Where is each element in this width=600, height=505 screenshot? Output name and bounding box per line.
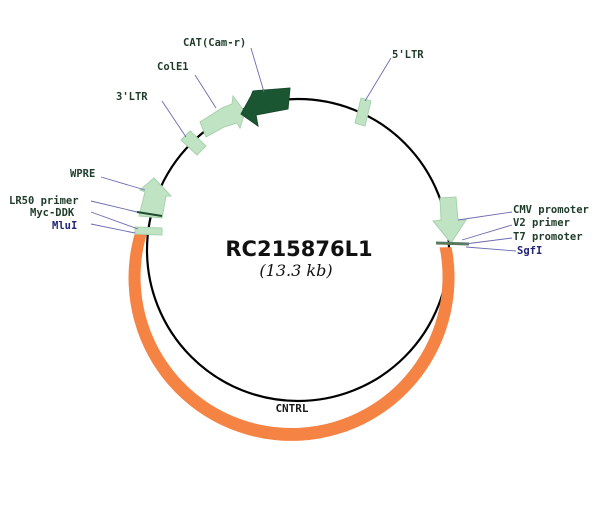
mycddk-feature (134, 226, 163, 236)
label-t7: T7 promoter (513, 231, 583, 243)
label-colE1: ColE1 (157, 61, 189, 73)
leader-cmv (457, 211, 513, 221)
colE1-arrow (199, 94, 246, 138)
leader-lr50 (90, 200, 138, 213)
label-cmv: CMV promoter (513, 204, 589, 216)
leader-mlui (90, 223, 136, 234)
leader-cat (250, 47, 265, 93)
label-cntrl: CNTRL (275, 402, 308, 415)
cmv-promoter-arrow (432, 196, 467, 244)
leader-ltr3 (161, 100, 187, 138)
plasmid-name: RC215876L1 (225, 237, 372, 261)
label-mlui: MluI (52, 220, 77, 232)
label-v2: V2 primer (513, 217, 570, 229)
leader-t7 (464, 237, 513, 245)
leader-wpre (100, 176, 146, 191)
ltr3-feature (180, 130, 207, 156)
label-cat: CAT(Cam-r) (183, 37, 246, 49)
label-wpre: WPRE (70, 168, 95, 180)
leader-ltr5 (364, 57, 392, 102)
ltr5-feature (354, 97, 372, 127)
label-ltr3: 3'LTR (116, 91, 148, 103)
v2-t7-primer-mark (435, 241, 470, 246)
leader-v2 (461, 224, 513, 241)
leader-lines (90, 47, 517, 252)
label-ltr5: 5'LTR (392, 49, 424, 61)
label-sgfi: SgfI (517, 245, 542, 257)
lr50-primer-mark (136, 211, 163, 217)
leader-mycddk (90, 211, 139, 230)
leader-sgfi (465, 246, 517, 252)
label-mycddk: Myc-DDK (30, 207, 75, 219)
plasmid-size: (13.3 kb) (259, 261, 332, 280)
leader-colE1 (194, 74, 217, 109)
label-lr50: LR50 primer (9, 195, 79, 207)
cat-arrow (240, 87, 291, 128)
wpre-arrow (138, 177, 173, 219)
